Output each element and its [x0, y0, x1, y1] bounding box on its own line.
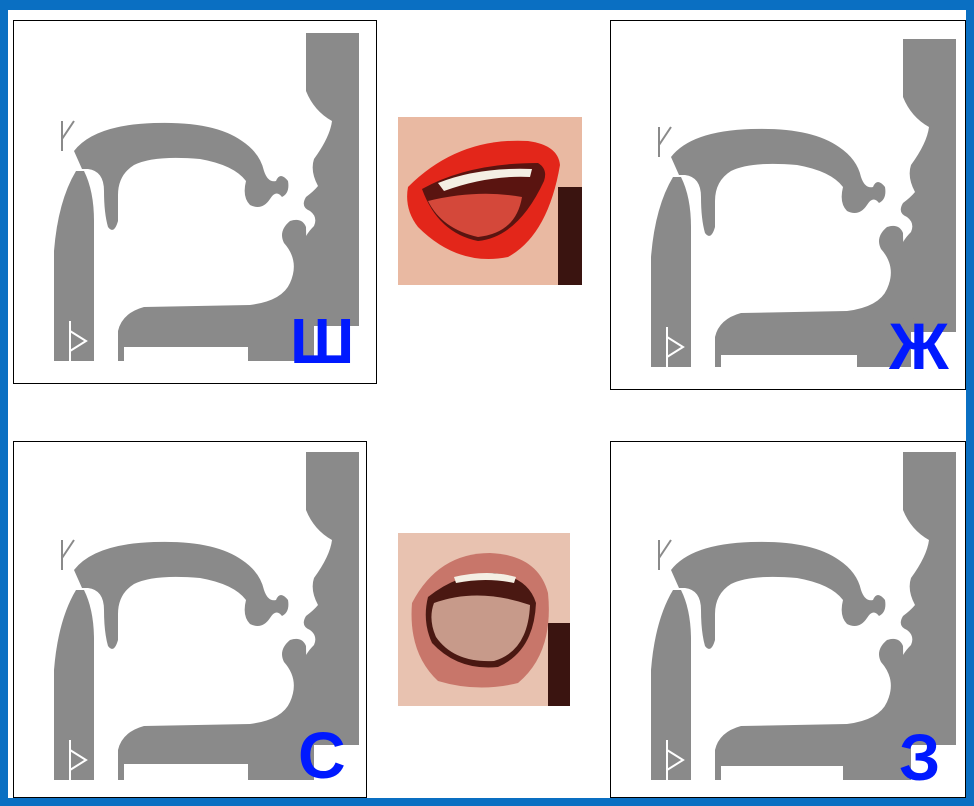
- mouth-lowered-tongue-photo: [398, 533, 570, 706]
- letter-label: З: [899, 724, 940, 790]
- articulation-panel-zh: Ж: [610, 20, 966, 390]
- articulation-panel-s: С: [13, 441, 367, 798]
- articulation-panel-sh: Ш: [13, 20, 377, 384]
- mouth-raised-tongue-photo: [398, 117, 582, 285]
- letter-label: Ж: [889, 313, 949, 379]
- articulation-panel-z: З: [610, 441, 966, 798]
- letter-label: С: [298, 722, 346, 788]
- letter-label: Ш: [290, 309, 354, 373]
